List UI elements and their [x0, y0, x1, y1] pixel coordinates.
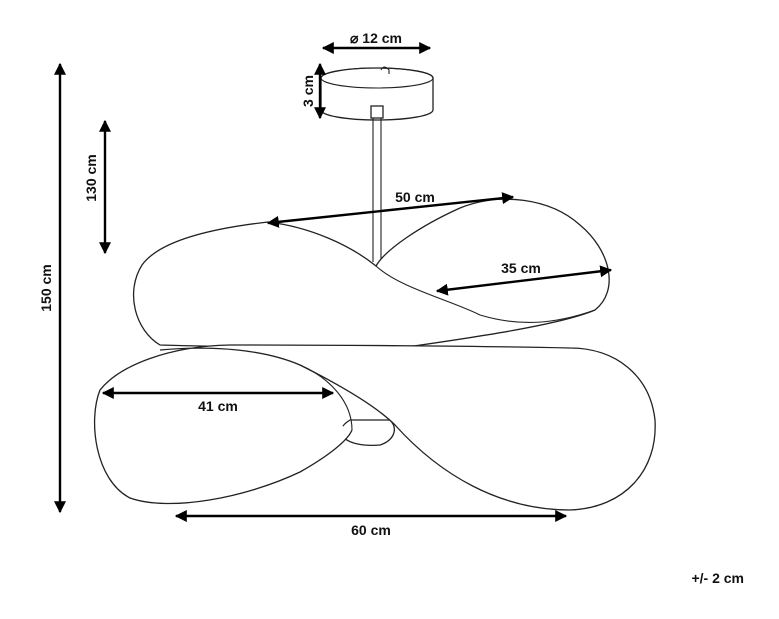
- dimension-drop-min: 130 cm: [83, 119, 111, 255]
- drop-min-label: 130 cm: [83, 154, 99, 201]
- dimension-lower-depth: 41 cm: [101, 387, 335, 414]
- lower-shade: [94, 344, 656, 511]
- upper-depth-label: 35 cm: [501, 260, 541, 276]
- dimension-canopy-diameter: ⌀ 12 cm: [321, 30, 432, 54]
- suspension-rod: [370, 105, 384, 262]
- overall-width-label: 60 cm: [351, 522, 391, 538]
- dimension-upper-depth: 35 cm: [435, 260, 613, 296]
- ceiling-canopy: [320, 66, 434, 121]
- tolerance-note: +/- 2 cm: [691, 570, 744, 586]
- dimension-drop-total: 150 cm: [38, 62, 66, 514]
- dimension-upper-length: 50 cm: [266, 189, 515, 228]
- canopy-diameter-label: ⌀ 12 cm: [350, 30, 402, 46]
- lower-depth-label: 41 cm: [198, 398, 238, 414]
- drop-total-label: 150 cm: [38, 264, 54, 311]
- canopy-height-label: 3 cm: [300, 75, 316, 107]
- upper-shade: [132, 198, 610, 349]
- upper-length-label: 50 cm: [395, 189, 435, 205]
- dimension-canopy-height: 3 cm: [300, 62, 326, 120]
- dimension-overall-width: 60 cm: [174, 510, 568, 538]
